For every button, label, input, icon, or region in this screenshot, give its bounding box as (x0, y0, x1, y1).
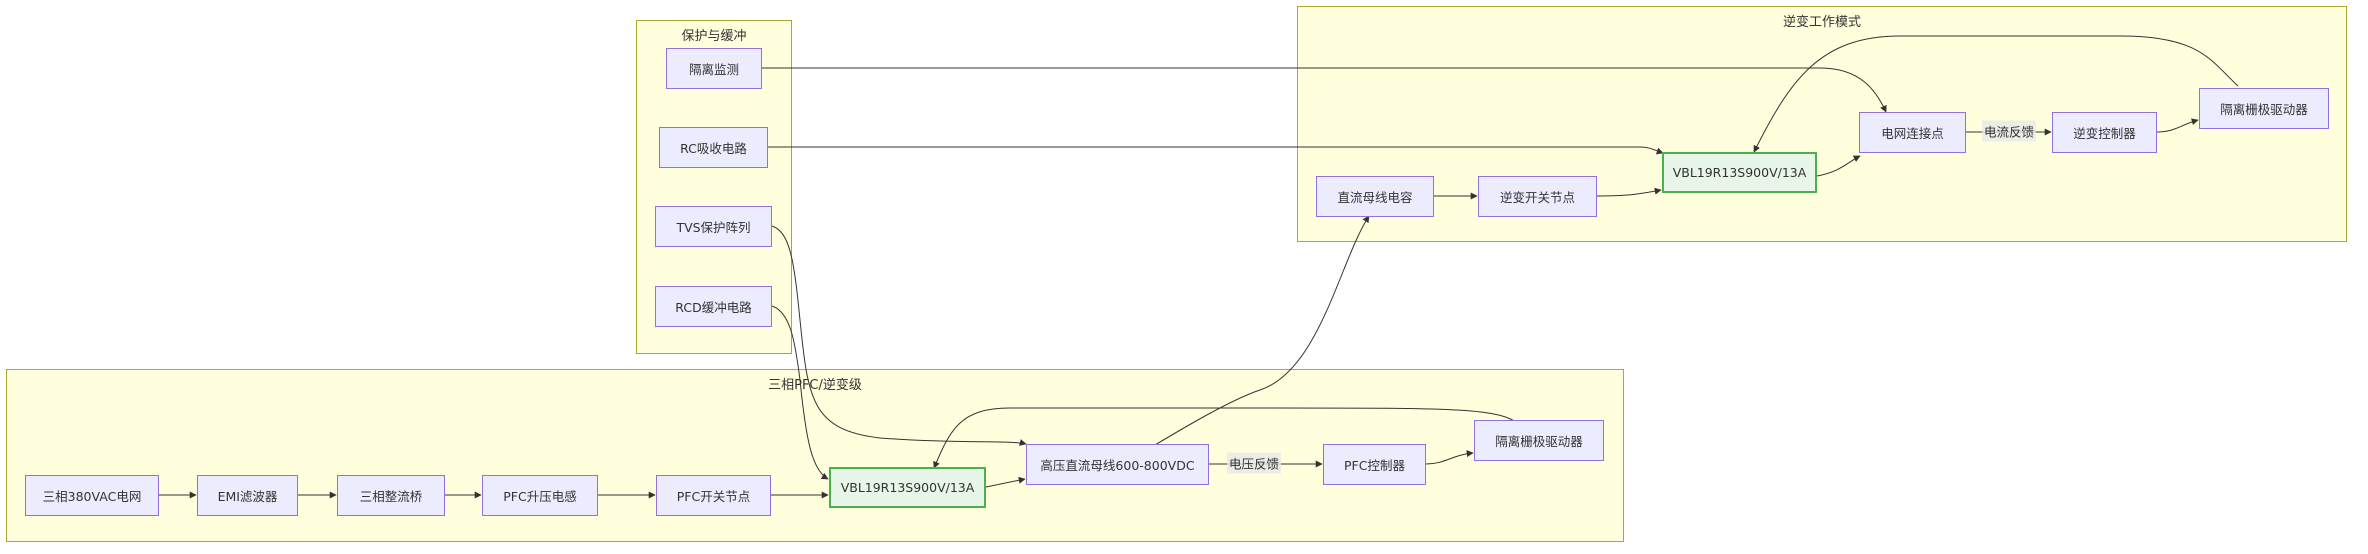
node-grid-connection[interactable]: 电网连接点 (1859, 112, 1966, 153)
node-dc-bus-capacitor[interactable]: 直流母线电容 (1316, 176, 1434, 217)
node-inverter-controller[interactable]: 逆变控制器 (2052, 112, 2157, 153)
edge-tvs-to-bus (771, 225, 1027, 446)
node-isolation-monitor[interactable]: 隔离监测 (666, 48, 762, 89)
node-rc-snubber[interactable]: RC吸收电路 (659, 127, 768, 168)
node-rectifier-bridge[interactable]: 三相整流桥 (337, 475, 445, 516)
node-pfc-switch[interactable]: PFC开关节点 (656, 475, 771, 516)
edge-label-current-feedback: 电流反馈 (1981, 120, 2037, 142)
node-emi-filter[interactable]: EMI滤波器 (197, 475, 298, 516)
node-pfc-inductor[interactable]: PFC升压电感 (482, 475, 598, 516)
edge-bus-to-dccap (1149, 215, 1370, 449)
node-mosfet-pfc[interactable]: VBL19R13S900V/13A (829, 467, 986, 508)
node-pfc-controller[interactable]: PFC控制器 (1323, 444, 1426, 485)
cluster-pfc-stage-title: 三相PFC/逆变级 (768, 378, 862, 393)
edge-mosfet-to-gridconnect (1816, 155, 1861, 177)
node-grid-380vac[interactable]: 三相380VAC电网 (25, 475, 159, 516)
edge-label-voltage-feedback: 电压反馈 (1226, 452, 1282, 474)
cluster-inverter-mode-title: 逆变工作模式 (1782, 15, 1861, 30)
edge-driver-to-invmosfet (1753, 35, 2239, 153)
node-hv-dc-bus[interactable]: 高压直流母线600-800VDC (1026, 444, 1209, 485)
node-gate-driver-inverter[interactable]: 隔离栅极驱动器 (2199, 88, 2329, 129)
edge-invctrl-to-driver (2156, 118, 2199, 133)
edge-rcd-to-mosfet (771, 305, 829, 480)
edge-pfcctrl-to-driver (1425, 450, 1474, 465)
node-inverter-switch[interactable]: 逆变开关节点 (1478, 176, 1597, 217)
node-rcd-snubber[interactable]: RCD缓冲电路 (655, 286, 772, 327)
node-tvs-array[interactable]: TVS保护阵列 (655, 206, 772, 247)
cluster-protection-title: 保护与缓冲 (681, 29, 747, 44)
edge-isolation-to-gridconnect (760, 67, 1887, 113)
node-gate-driver-pfc[interactable]: 隔离栅极驱动器 (1474, 420, 1604, 461)
edge-driver-to-mosfet (933, 407, 1521, 469)
edge-invswitch-to-mosfet (1596, 187, 1662, 197)
cluster-inverter-mode: 逆变工作模式 (1297, 6, 2347, 242)
edge-rc-to-invmosfet (768, 146, 1664, 155)
node-mosfet-inverter[interactable]: VBL19R13S900V/13A (1662, 152, 1817, 193)
edge-mosfet-to-bus (985, 476, 1026, 488)
